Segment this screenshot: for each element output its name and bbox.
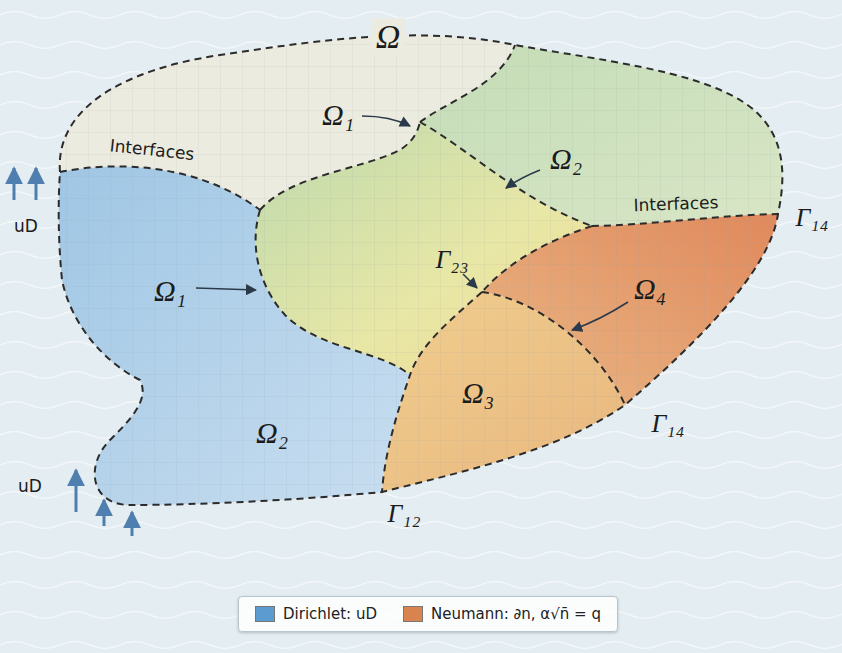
dirichlet-label: uD <box>18 477 42 496</box>
legend-box: Dirichlet: uD Neumann: ∂n, α√n̄ = q <box>238 596 618 632</box>
inflow-arrow <box>103 500 106 526</box>
inflow-arrow <box>35 168 38 200</box>
leader-arrow <box>463 274 477 288</box>
interface-line <box>482 292 625 405</box>
legend-item: Neumann: ∂n, α√n̄ = q <box>403 605 601 623</box>
boundary-label: Γ₁₄ <box>796 204 829 233</box>
interface-line <box>420 122 592 226</box>
boundary-label: Γ₁₂ <box>388 500 421 529</box>
inflow-arrow <box>75 470 78 512</box>
leader-arrow <box>362 116 410 126</box>
region-label: Ω₁ <box>322 98 354 131</box>
interface-line <box>260 122 420 210</box>
interface-line <box>482 226 592 292</box>
boundaries <box>59 35 783 505</box>
legend-item: Dirichlet: uD <box>255 605 377 623</box>
legend-text: Dirichlet: uD <box>283 605 377 623</box>
leader-arrow <box>196 288 256 290</box>
leader-arrows <box>196 116 628 330</box>
interface-label: Interfaces <box>633 193 719 215</box>
boundary-label: Γ₁₄ <box>652 410 685 439</box>
inflow-arrow <box>131 512 134 536</box>
legend-swatch <box>255 606 275 622</box>
interface-line <box>60 166 260 210</box>
region-label: Ω₂ <box>550 142 582 175</box>
leader-arrow <box>506 170 540 188</box>
junction-label: Γ₂₃ <box>436 246 469 275</box>
interface-line <box>256 210 410 375</box>
interface-label: Interfaces <box>109 136 195 163</box>
region-label: Ω₂ <box>256 416 288 449</box>
region-label: Ω₁ <box>154 274 186 307</box>
region-label: Ω₃ <box>462 376 494 409</box>
interface-line <box>420 45 515 122</box>
region-label: Ω <box>372 18 405 55</box>
dirichlet-label: uD <box>14 217 38 236</box>
leader-arrow <box>572 302 628 330</box>
outer-boundary <box>59 35 783 505</box>
region-label: Ω₄ <box>634 272 666 305</box>
legend-swatch <box>403 606 423 622</box>
interface-line <box>592 214 778 226</box>
dirichlet-arrows <box>14 168 132 536</box>
inflow-arrow <box>13 168 16 200</box>
legend-text: Neumann: ∂n, α√n̄ = q <box>431 605 601 623</box>
